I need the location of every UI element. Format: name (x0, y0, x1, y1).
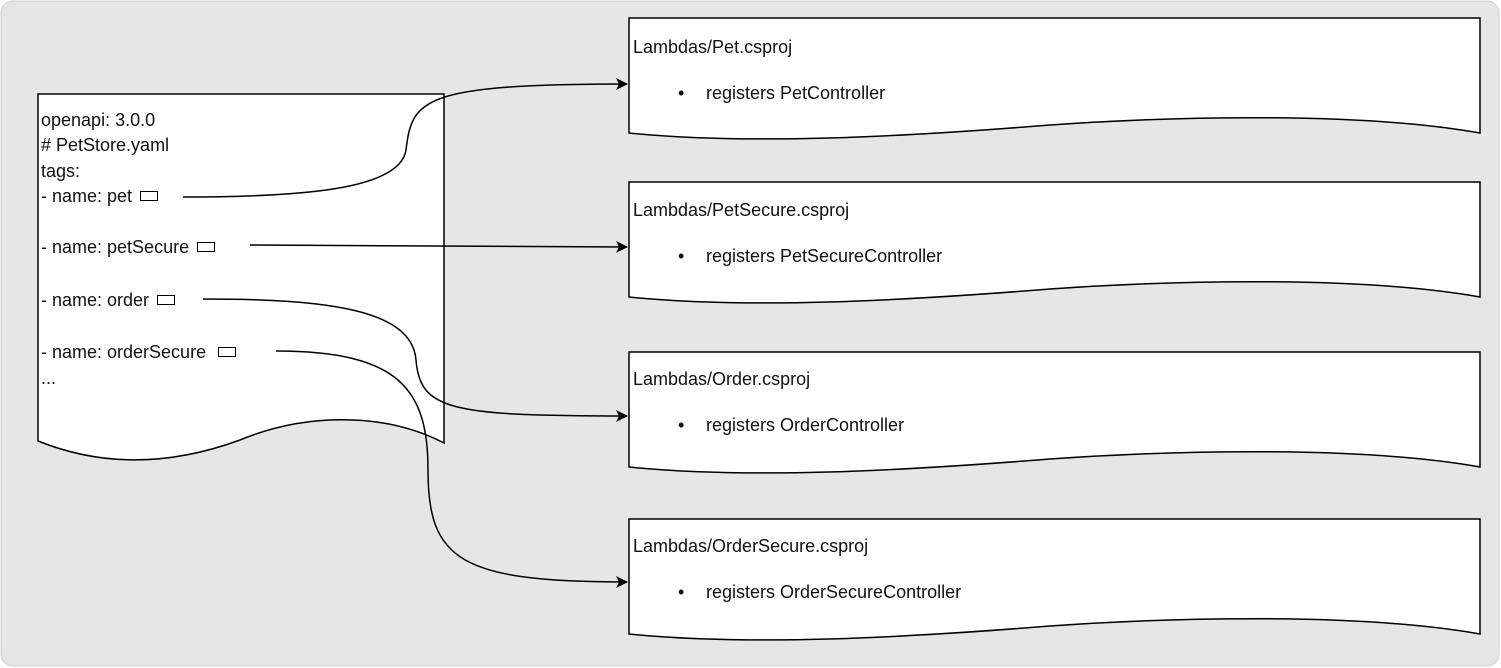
lambda-document-shape-order[interactable] (628, 351, 1481, 474)
lambda-bullet-pet: registers PetController (678, 83, 885, 103)
yaml-tag-order-text: - name: order (41, 290, 150, 310)
yaml-tag-pet: - name: pet (41, 186, 159, 206)
yaml-tag-petsecure-text: - name: petSecure (41, 237, 190, 257)
connector-pet[interactable] (182, 78, 628, 198)
lambda-document-shape-pet[interactable] (628, 17, 1481, 140)
lambda-title-petsecure: Lambdas/PetSecure.csproj (633, 200, 850, 220)
port-ordersecure[interactable] (218, 347, 237, 358)
yaml-tag-order: - name: order (41, 290, 176, 310)
port-order[interactable] (157, 295, 176, 306)
lambda-bullet-petsecure: registers PetSecureController (678, 246, 942, 266)
lambda-title-ordersecure: Lambdas/OrderSecure.csproj (633, 536, 869, 556)
lambda-title-order: Lambdas/Order.csproj (633, 369, 811, 389)
lambda-title-pet: Lambdas/Pet.csproj (633, 37, 793, 57)
yaml-line-ellipsis: ... (41, 368, 57, 388)
port-petsecure[interactable] (197, 242, 216, 253)
yaml-tag-pet-text: - name: pet (41, 186, 133, 206)
connector-order[interactable] (202, 298, 628, 422)
yaml-line-openapi: openapi: 3.0.0 (41, 110, 156, 130)
lambda-bullet-ordersecure: registers OrderSecureController (678, 582, 961, 602)
yaml-line-tags: tags: (41, 161, 81, 181)
lambda-document-shape-ordersecure[interactable] (628, 518, 1481, 641)
yaml-document-shape[interactable] (37, 93, 445, 461)
port-pet[interactable] (140, 191, 159, 202)
yaml-tag-ordersecure-text: - name: orderSecure (41, 342, 207, 362)
connector-ordersecure[interactable] (275, 350, 628, 588)
yaml-line-comment: # PetStore.yaml (41, 135, 170, 155)
connector-petsecure[interactable] (249, 240, 628, 253)
yaml-tag-petsecure: - name: petSecure (41, 237, 216, 257)
lambda-document-shape-petsecure[interactable] (628, 181, 1481, 304)
yaml-tag-ordersecure: - name: orderSecure (41, 342, 237, 362)
lambda-bullet-order: registers OrderController (678, 415, 904, 435)
